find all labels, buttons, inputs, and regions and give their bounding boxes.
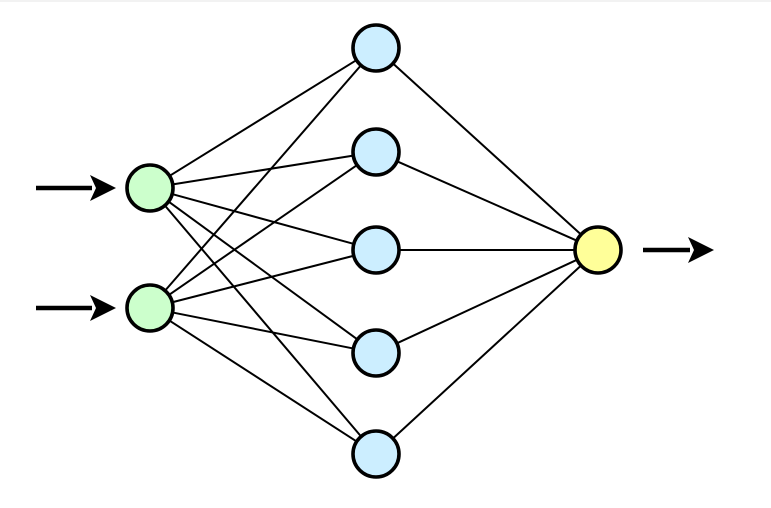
connection-edge [170, 311, 356, 350]
neuron-node-hid-5[interactable] [351, 429, 401, 479]
output-arrow-icon [643, 237, 714, 263]
neuron-node-in-1[interactable] [125, 163, 175, 213]
nodes-group [125, 23, 623, 479]
connection-edge [163, 203, 363, 439]
input-arrow-top-icon [36, 175, 116, 201]
arrow-head [90, 175, 116, 201]
connection-edge [167, 163, 359, 297]
connection-edge [163, 63, 363, 293]
connection-edge [166, 199, 360, 342]
arrow-head [90, 295, 116, 321]
edges-group [163, 58, 583, 444]
connection-edge [395, 258, 579, 345]
connection-edge [167, 318, 359, 444]
neuron-node-in-2[interactable] [125, 283, 175, 333]
neuron-node-hid-3[interactable] [351, 225, 401, 275]
connection-edge [171, 154, 355, 186]
connection-edge [170, 192, 356, 246]
neuron-node-hid-4[interactable] [351, 328, 401, 378]
connection-edge [391, 263, 583, 441]
arrow-head [688, 237, 714, 263]
neuron-node-out-1[interactable] [573, 225, 623, 275]
connection-edge [395, 159, 579, 243]
connection-edge [167, 58, 359, 178]
neuron-node-hid-1[interactable] [351, 23, 401, 73]
io-arrows-group [36, 175, 714, 321]
input-arrow-bottom-icon [36, 295, 116, 321]
connection-edge [391, 61, 583, 237]
connection-edge [170, 254, 356, 304]
neuron-node-hid-2[interactable] [351, 127, 401, 177]
